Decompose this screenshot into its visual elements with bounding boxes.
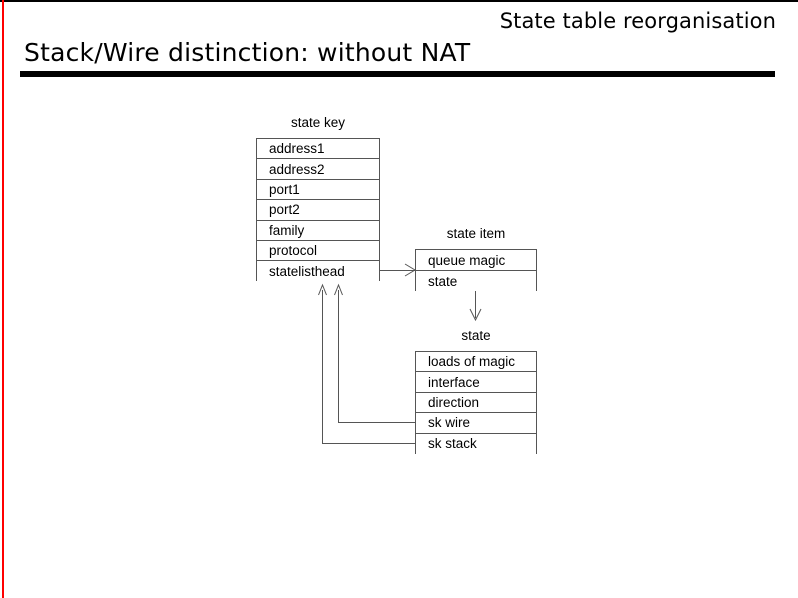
state-row-direction: direction [416, 392, 536, 414]
deck-title: State table reorganisation [499, 9, 776, 33]
connector-sk-stack-horizontal [322, 443, 415, 444]
state-row-sk-stack: sk stack [416, 433, 536, 454]
state-key-row-address1: address1 [257, 139, 379, 160]
state-row-loads-of-magic: loads of magic [416, 352, 536, 373]
state-item-box: queue magic state [415, 249, 537, 292]
slide-top-border [0, 0, 798, 2]
page-title: Stack/Wire distinction: without NAT [24, 38, 471, 67]
arrowhead-down-icon [469, 308, 482, 322]
state-key-row-statelisthead: statelisthead [257, 261, 379, 282]
connector-statelisthead-to-state-item-line [380, 270, 415, 271]
state-box: loads of magic interface direction sk wi… [415, 351, 537, 454]
connector-state-item-to-state-line [475, 291, 476, 318]
slide-left-margin-rule [2, 0, 4, 598]
state-key-row-address2: address2 [257, 159, 379, 180]
state-key-box: address1 address2 port1 port2 family pro… [256, 138, 380, 282]
state-row-sk-wire: sk wire [416, 413, 536, 434]
state-key-row-port2: port2 [257, 200, 379, 221]
connector-sk-wire-vertical [338, 290, 339, 422]
state-key-row-port1: port1 [257, 179, 379, 201]
header-divider [20, 71, 775, 77]
state-item-row-queue-magic: queue magic [416, 250, 536, 271]
state-label: state [461, 328, 491, 343]
connector-sk-stack-vertical [322, 290, 323, 443]
arrowhead-up-icon-sk-wire [334, 283, 343, 296]
state-key-row-family: family [257, 220, 379, 241]
state-key-label: state key [290, 115, 346, 130]
arrowhead-up-icon-sk-stack [318, 283, 327, 296]
state-item-label: state item [446, 226, 506, 241]
state-row-interface: interface [416, 372, 536, 393]
arrowhead-right-icon [404, 263, 416, 277]
state-item-row-state: state [416, 271, 536, 292]
state-key-row-protocol: protocol [257, 240, 379, 262]
connector-sk-wire-horizontal [338, 422, 415, 423]
